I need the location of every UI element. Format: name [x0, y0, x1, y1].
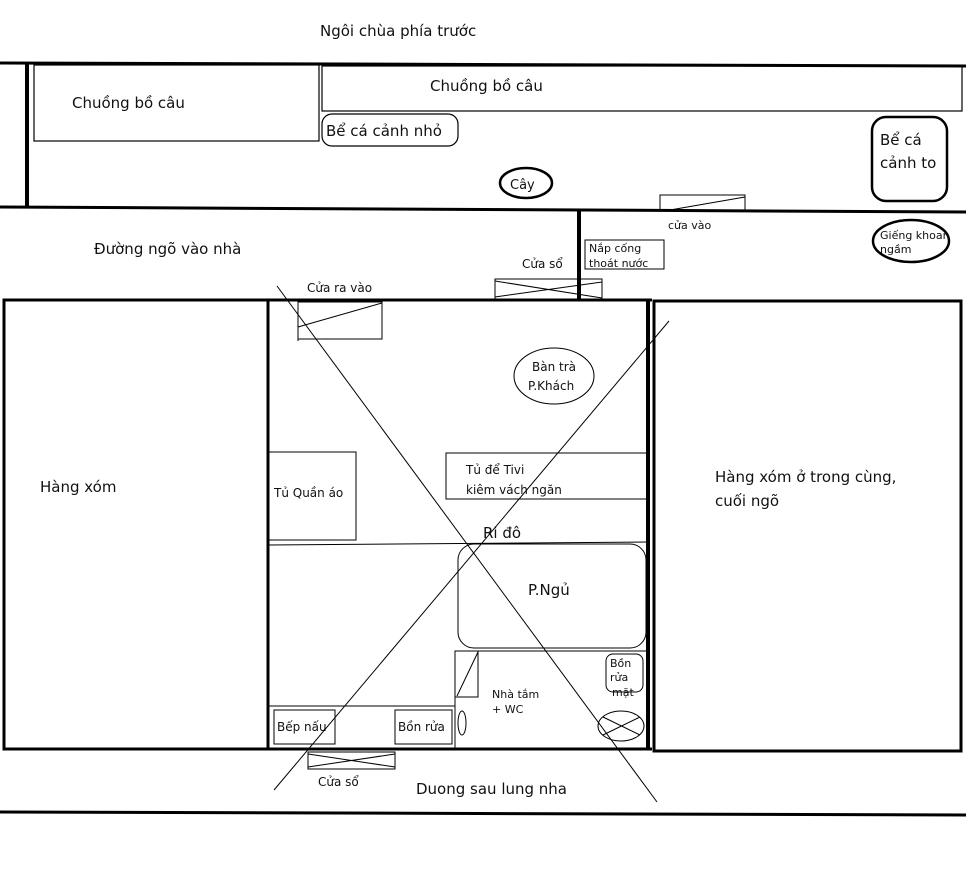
tea-table: Bàn trà P.Khách	[513, 347, 595, 405]
tree-label: Cây	[510, 178, 535, 193]
front-window: Cửa sổ	[494, 257, 603, 300]
neighbor-left: Hàng xóm	[2, 298, 270, 751]
pigeon-coop-right-label: Chuồng bồ câu	[430, 77, 543, 95]
tea-table-label-line2: P.Khách	[528, 379, 574, 393]
stove: Bếp nấu	[273, 709, 336, 745]
tv-cabinet-label-line2: kiêm vách ngăn	[466, 483, 562, 497]
yard-entrance-label: cửa vào	[668, 219, 712, 232]
sink: Bồn rửa	[394, 709, 453, 745]
curtain-label: Ri đô	[483, 524, 521, 542]
small-aquarium-label: Bể cá cảnh nhỏ	[326, 122, 442, 140]
yard-entrance-gate: cửa vào	[659, 194, 746, 232]
back-window: Cửa sổ	[307, 751, 396, 789]
tv-cabinet-label-line1: Tủ để Tivi	[465, 463, 524, 477]
big-aquarium-label-line1: Bể cá	[880, 131, 922, 149]
curtain: Ri đô	[267, 524, 649, 546]
wash-basin-label-line3: mặt	[612, 686, 634, 699]
house	[266, 298, 652, 751]
pigeon-coop-left: Chuồng bồ câu	[33, 64, 320, 142]
toilet-icon	[597, 710, 645, 742]
front-window-label: Cửa sổ	[522, 257, 563, 271]
wash-basin-label-line2: rửa	[610, 671, 628, 684]
stove-label: Bếp nấu	[277, 720, 327, 734]
tea-table-label-line1: Bàn trà	[532, 360, 576, 374]
main-door: Cửa ra vào	[297, 281, 383, 341]
pigeon-coop-right: Chuồng bồ câu	[321, 65, 963, 112]
sink-label: Bồn rửa	[398, 720, 445, 734]
neighbor-right-label-line2: cuối ngõ	[715, 492, 779, 510]
big-aquarium: Bể cá cảnh to	[870, 115, 949, 203]
wash-basin: Bồn rửa mặt	[605, 653, 644, 699]
temple-label: Ngôi chùa phía trước	[320, 22, 476, 40]
diagonal-line-1	[276, 285, 658, 803]
bedroom: P.Ngủ	[457, 543, 647, 649]
wardrobe: Tủ Quần áo	[267, 451, 357, 541]
back-road-line	[0, 810, 966, 817]
drain-cover-label-line2: thoát nước	[589, 257, 648, 270]
bedroom-label: P.Ngủ	[528, 581, 570, 599]
kitchen-counter: Bếp nấu Bồn rửa	[267, 705, 456, 749]
alley-label: Đường ngõ vào nhà	[94, 240, 241, 258]
drain-cover: Nắp cống thoát nước	[584, 239, 665, 270]
neighbor-right-label-line1: Hàng xóm ở trong cùng,	[715, 468, 896, 486]
bathroom-fixture-icon	[457, 710, 467, 736]
back-window-label: Cửa sổ	[318, 775, 359, 789]
bathroom-label-line2: + WC	[492, 703, 524, 716]
tv-cabinet-partition: Tủ để Tivi kiêm vách ngăn	[445, 452, 649, 500]
neighbor-left-label: Hàng xóm	[40, 478, 116, 496]
pigeon-coop-left-label: Chuồng bồ câu	[72, 94, 185, 112]
well: Giếng khoan ngầm	[871, 218, 951, 264]
well-label-line1: Giếng khoan	[880, 229, 950, 242]
bathroom: Nhà tắm + WC	[454, 650, 649, 749]
tree: Cây	[498, 166, 554, 200]
front-yard-bottom-wall	[0, 205, 966, 214]
small-aquarium: Bể cá cảnh nhỏ	[321, 113, 459, 147]
wardrobe-label: Tủ Quần áo	[273, 486, 343, 500]
well-label-line2: ngầm	[880, 243, 911, 256]
drain-cover-label-line1: Nắp cống	[589, 242, 641, 255]
main-door-label: Cửa ra vào	[307, 281, 372, 295]
neighbor-right: Hàng xóm ở trong cùng, cuối ngõ	[652, 299, 963, 753]
back-road-label: Duong sau lung nha	[416, 780, 567, 798]
wash-basin-label-line1: Bồn	[610, 657, 631, 670]
diagonal-line-2	[273, 320, 670, 791]
bathroom-label-line1: Nhà tắm	[492, 688, 539, 701]
big-aquarium-label-line2: cảnh to	[880, 154, 936, 172]
